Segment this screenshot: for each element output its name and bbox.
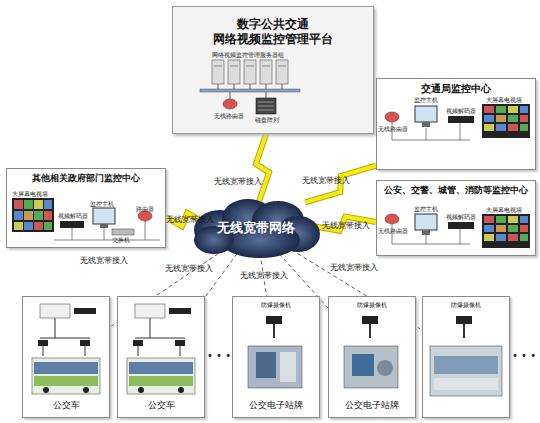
device-label: 无线路由器 <box>378 125 408 134</box>
bus-box: 公交车 <box>22 296 110 418</box>
device-label: 监控主机 <box>90 200 114 209</box>
device-label: 监控主机 <box>414 205 438 214</box>
edge-label: 无线宽带接入 <box>214 176 262 187</box>
node-title: 数字公共交通 网络视频监控管理平台 <box>211 17 335 47</box>
platform-box: 数字公共交通 网络视频监控管理平台 <box>172 6 374 134</box>
edge-label: 无线宽带接入 <box>165 263 213 274</box>
device-label: 网络视频监控管理服务器组 <box>212 51 284 60</box>
ellipsis-mark: • • • <box>207 350 231 361</box>
device-label: 监控主机 <box>414 96 438 105</box>
node-title: 交通局监控中心 <box>377 83 535 96</box>
edge-label: 无线宽带接入 <box>322 220 370 231</box>
device-label: 视频解码器 <box>446 107 476 116</box>
device-label: 无线路由器 <box>214 112 244 121</box>
station-box: 防爆摄像机公交电子站牌 <box>328 296 416 418</box>
bus-box: 公交车 <box>117 296 205 418</box>
node-title: 公交车 <box>23 400 109 411</box>
station-box: 防爆摄像机 <box>422 296 510 418</box>
node-title: 公交车 <box>118 400 204 411</box>
edge-label: 无线宽带接入 <box>240 270 288 281</box>
node-title: 防爆摄像机 <box>423 301 509 309</box>
lightning-outline <box>256 134 269 202</box>
device-label: 交换机 <box>112 236 130 245</box>
node-title: 公安、交警、城管、消防等监控中心 <box>377 185 535 196</box>
device-label: 磁盘阵列 <box>255 116 279 125</box>
device-label: 大屏幕电视墙 <box>12 190 48 199</box>
edge-label: 无线宽带接入 <box>302 175 350 186</box>
edge-label: 无线宽带接入 <box>166 214 214 225</box>
node-title: 防爆摄像机 <box>329 301 415 309</box>
edge-label: 无线宽带接入 <box>330 262 378 273</box>
monitor-center-box: 交通局监控中心 <box>376 78 536 170</box>
network-cloud: 无线宽带网络 <box>190 196 322 260</box>
ellipsis-mark: • • • <box>512 350 536 361</box>
device-label: 大屏幕电视墙 <box>486 96 522 105</box>
wireless-link <box>256 134 269 202</box>
node-caption: 公交电子站牌 <box>233 400 319 411</box>
station-box: 防爆摄像机公交电子站牌 <box>232 296 320 418</box>
node-caption: 公交电子站牌 <box>329 400 415 411</box>
device-label: 路由器 <box>136 205 154 214</box>
dashed-link <box>205 254 237 298</box>
node-title: 其他相关政府部门监控中心 <box>7 173 165 184</box>
device-label: 大屏幕电视墙 <box>486 206 522 215</box>
device-label: 视频解码器 <box>58 212 88 221</box>
edge-label: 无线宽带接入 <box>80 255 128 266</box>
node-title: 防爆摄像机 <box>233 301 319 309</box>
device-label: 无线路由器 <box>378 227 408 236</box>
device-label: 视频解码器 <box>446 213 476 222</box>
